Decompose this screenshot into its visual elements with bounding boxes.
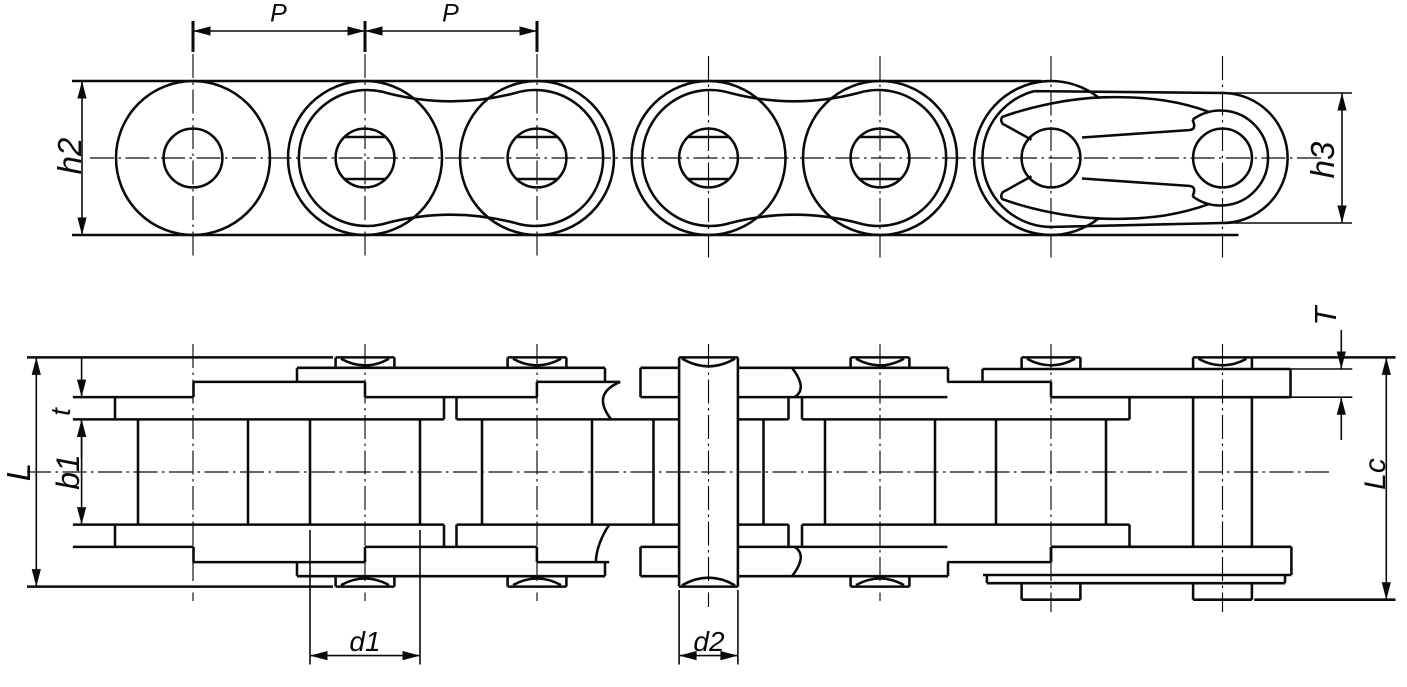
svg-text:d1: d1 xyxy=(349,626,380,657)
svg-text:L: L xyxy=(0,463,37,481)
svg-text:P: P xyxy=(442,0,459,28)
svg-text:Lc: Lc xyxy=(1359,458,1392,490)
svg-text:P: P xyxy=(270,0,287,28)
svg-text:b1: b1 xyxy=(50,454,86,490)
svg-text:T: T xyxy=(1308,304,1343,325)
svg-text:t: t xyxy=(45,407,76,416)
svg-text:h3: h3 xyxy=(1304,141,1341,178)
svg-text:d2: d2 xyxy=(693,626,725,657)
svg-text:h2: h2 xyxy=(51,138,88,175)
